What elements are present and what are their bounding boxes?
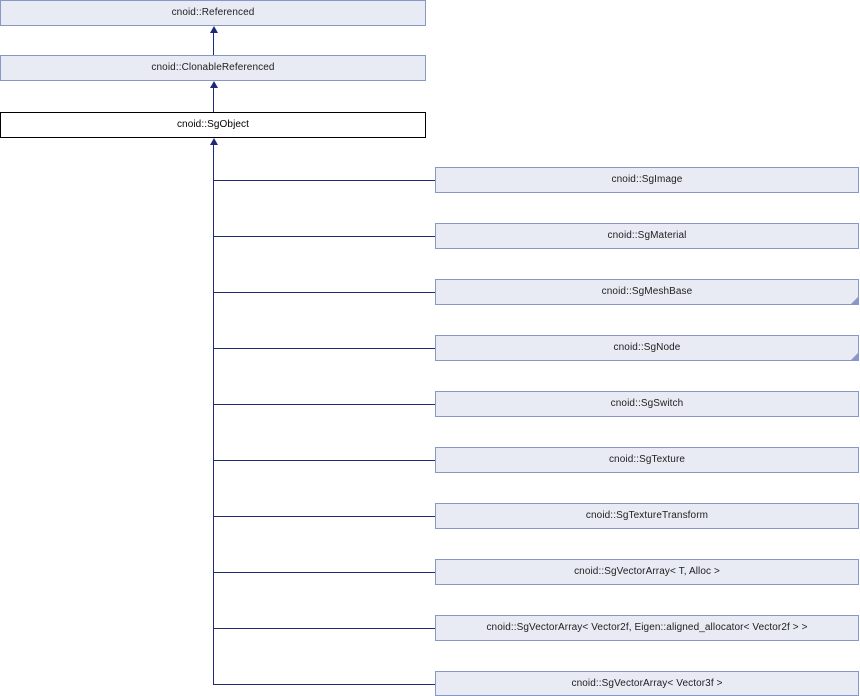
class-node-label: cnoid::SgVectorArray< Vector2f, Eigen::a… bbox=[486, 622, 808, 633]
inheritance-branch-sgnode bbox=[213, 348, 435, 349]
inheritance-branch-sgswitch bbox=[213, 404, 435, 405]
class-node-sgnode[interactable]: cnoid::SgNode bbox=[435, 335, 859, 361]
inheritance-branch-sgimage bbox=[213, 180, 435, 181]
class-node-label: cnoid::Referenced bbox=[171, 7, 255, 18]
inheritance-arrow-sgobject bbox=[210, 138, 218, 145]
class-node-sgmeshbase[interactable]: cnoid::SgMeshBase bbox=[435, 279, 859, 305]
inheritance-branch-sgvectorarray-t-alloc bbox=[213, 572, 435, 573]
class-node-label: cnoid::SgImage bbox=[611, 174, 683, 185]
inheritance-trunk bbox=[213, 144, 214, 684]
inheritance-branch-sgmeshbase bbox=[213, 292, 435, 293]
class-node-label: cnoid::SgObject bbox=[176, 119, 250, 130]
class-node-clonablereferenced[interactable]: cnoid::ClonableReferenced bbox=[0, 55, 426, 81]
inheritance-branch-sgmaterial bbox=[213, 236, 435, 237]
class-node-label: cnoid::ClonableReferenced bbox=[151, 62, 275, 73]
class-node-sgmaterial[interactable]: cnoid::SgMaterial bbox=[435, 223, 859, 249]
class-node-label: cnoid::SgVectorArray< Vector3f > bbox=[571, 677, 723, 689]
inheritance-arrow-clonablereferenced bbox=[210, 81, 218, 88]
class-node-label: cnoid::SgSwitch bbox=[610, 398, 684, 409]
inheritance-link-clonablereferenced bbox=[213, 87, 214, 112]
class-node-sgimage[interactable]: cnoid::SgImage bbox=[435, 167, 859, 193]
class-node-sgtexture[interactable]: cnoid::SgTexture bbox=[435, 447, 859, 473]
class-node-label: cnoid::SgNode bbox=[613, 342, 681, 353]
class-node-label: cnoid::SgMaterial bbox=[607, 230, 687, 241]
class-node-label: cnoid::SgTextureTransform bbox=[585, 510, 709, 521]
inheritance-branch-sgvectorarray-vector3f bbox=[213, 684, 435, 685]
class-node-sgvectorarray-vector2f[interactable]: cnoid::SgVectorArray< Vector2f, Eigen::a… bbox=[435, 615, 859, 641]
class-node-sgvectorarray-vector3f[interactable]: cnoid::SgVectorArray< Vector3f > bbox=[435, 671, 859, 696]
class-node-sgswitch[interactable]: cnoid::SgSwitch bbox=[435, 391, 859, 417]
inheritance-branch-sgtexturetransform bbox=[213, 516, 435, 517]
class-node-label: cnoid::SgVectorArray< T, Alloc > bbox=[574, 566, 720, 577]
inheritance-branch-sgtexture bbox=[213, 460, 435, 461]
inheritance-arrow-referenced bbox=[210, 26, 218, 33]
class-node-label: cnoid::SgTexture bbox=[608, 454, 686, 465]
class-node-referenced[interactable]: cnoid::Referenced bbox=[0, 0, 426, 26]
class-node-sgvectorarray-t-alloc[interactable]: cnoid::SgVectorArray< T, Alloc > bbox=[435, 559, 859, 585]
class-node-sgtexturetransform[interactable]: cnoid::SgTextureTransform bbox=[435, 503, 859, 529]
class-node-label: cnoid::SgMeshBase bbox=[601, 286, 693, 297]
inheritance-link-referenced bbox=[213, 32, 214, 55]
inheritance-branch-sgvectorarray-vector2f bbox=[213, 628, 435, 629]
class-node-sgobject[interactable]: cnoid::SgObject bbox=[0, 112, 426, 138]
